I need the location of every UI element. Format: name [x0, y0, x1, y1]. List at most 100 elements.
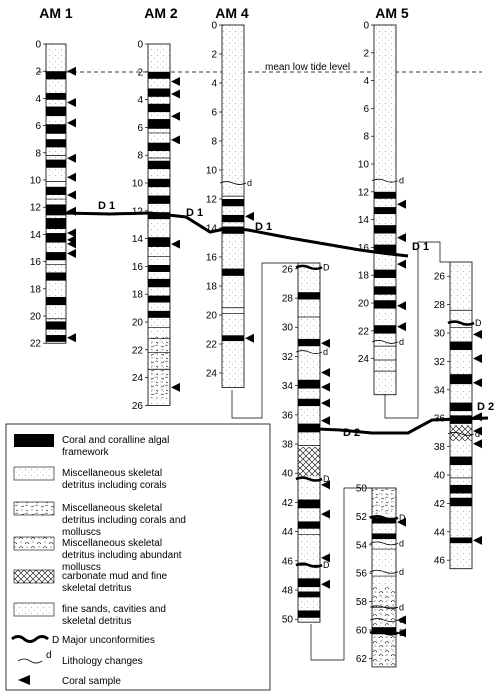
depth-tick-label: 34 — [434, 385, 446, 396]
depth-tick-label: 18 — [358, 271, 370, 282]
lithology-letter: D — [323, 474, 330, 484]
coral-framework-band — [374, 325, 396, 334]
depth-tick-label: 22 — [206, 340, 218, 351]
lithology-change-mark — [219, 181, 247, 185]
coral-sample-marker — [321, 553, 330, 563]
legend-coral-sample-text: Coral sample — [62, 676, 121, 687]
coral-sample-marker — [473, 354, 482, 364]
coral-sample-marker — [67, 228, 76, 238]
d1-correlation-line — [63, 211, 409, 258]
coral-framework-band — [374, 269, 396, 278]
coral-framework-band — [148, 103, 170, 113]
coral-framework-band — [46, 71, 66, 80]
lithology-letter: d — [399, 602, 404, 612]
coral-framework-band — [148, 160, 170, 170]
core-outline — [449, 261, 473, 570]
lithology-change-mark — [295, 350, 323, 354]
core-outline — [45, 43, 67, 344]
depth-tick-label: 18 — [30, 284, 42, 295]
coral-sample-marker — [67, 248, 76, 258]
coral-framework-band — [46, 186, 66, 195]
legend-lithology-change-letter: d — [46, 650, 52, 661]
legend-unconformity-symbol — [11, 635, 49, 643]
coral-sample-marker — [67, 190, 76, 200]
coral-framework-band — [46, 204, 66, 216]
coral-framework-band — [222, 226, 244, 234]
coral-sample-marker — [67, 97, 76, 107]
d1-label-am1: D 1 — [98, 200, 115, 212]
coral-framework-band — [450, 402, 472, 412]
coral-sample-marker — [321, 382, 330, 392]
coral-sample-marker — [397, 301, 406, 311]
coral-sample-marker — [171, 382, 180, 392]
depth-tick-label: 32 — [434, 357, 446, 368]
lithology-letter: D — [323, 560, 330, 570]
lithology-change-mark — [371, 340, 399, 344]
lithology-letter: d — [399, 176, 404, 186]
depth-tick-label: 8 — [35, 148, 41, 159]
coral-framework-band — [450, 456, 472, 466]
coral-framework-band — [148, 295, 170, 303]
coral-sample-marker — [473, 329, 482, 339]
depth-tick-label: 10 — [132, 179, 144, 190]
depth-tick-label: 42 — [434, 499, 446, 510]
coral-sample-marker — [473, 378, 482, 388]
coral-framework-band — [46, 218, 66, 229]
unconformity-mark — [295, 476, 323, 482]
depth-tick-label: 12 — [30, 203, 42, 214]
depth-tick-label: 6 — [211, 108, 217, 119]
depth-tick-label: 20 — [30, 312, 42, 323]
legend-unconformity-letter: D — [52, 635, 59, 646]
legend-unconformity-text: Major unconformities — [62, 635, 155, 646]
coral-framework-band — [374, 300, 396, 309]
lithology-letter: D — [399, 513, 406, 523]
coral-sample-marker — [321, 368, 330, 377]
depth-tick-label: 12 — [132, 206, 144, 217]
core-outline — [371, 487, 397, 668]
connector-am5-to-lower — [384, 241, 450, 419]
lithology-change-mark — [369, 605, 399, 610]
depth-tick-label: 38 — [282, 440, 294, 451]
depth-tick-label: 8 — [363, 132, 369, 143]
depth-tick-label: 26 — [434, 272, 446, 283]
coral-framework-band — [148, 237, 170, 247]
core-title-am4: AM 4 — [215, 5, 249, 21]
lithology-letter: d — [475, 429, 480, 439]
depth-tick-label: 48 — [282, 586, 294, 597]
coral-sample-marker — [397, 628, 406, 638]
coral-sample-marker — [171, 77, 180, 87]
coral-framework-band — [46, 335, 66, 342]
d2-label-am5: D 2 — [477, 401, 494, 413]
legend-lithology-change-text: Lithology changes — [62, 656, 143, 667]
coral-framework-band — [450, 374, 472, 385]
lithology-letter: d — [399, 615, 404, 625]
depth-tick-label: 24 — [206, 369, 218, 380]
depth-tick-label: 4 — [363, 76, 369, 87]
coral-sample-marker — [397, 199, 406, 209]
coral-sample-marker — [67, 66, 76, 76]
core-body-sediment — [298, 263, 320, 623]
depth-tick-label: 28 — [282, 294, 294, 305]
coral-framework-band — [450, 341, 472, 351]
coral-framework-band — [372, 517, 396, 524]
depth-tick-label: 60 — [356, 626, 368, 637]
coral-framework-band — [148, 212, 170, 220]
coral-framework-band — [46, 321, 66, 330]
coral-framework-band — [148, 310, 170, 318]
coral-framework-band — [374, 244, 396, 253]
depth-tick-label: 50 — [356, 484, 368, 495]
coral-framework-band — [372, 533, 396, 540]
lithology-change-mark — [369, 618, 399, 622]
coral-framework-band — [46, 139, 66, 148]
depth-tick-label: 12 — [206, 195, 218, 206]
coral-framework-band — [298, 578, 320, 588]
coral-framework-band — [46, 233, 66, 243]
